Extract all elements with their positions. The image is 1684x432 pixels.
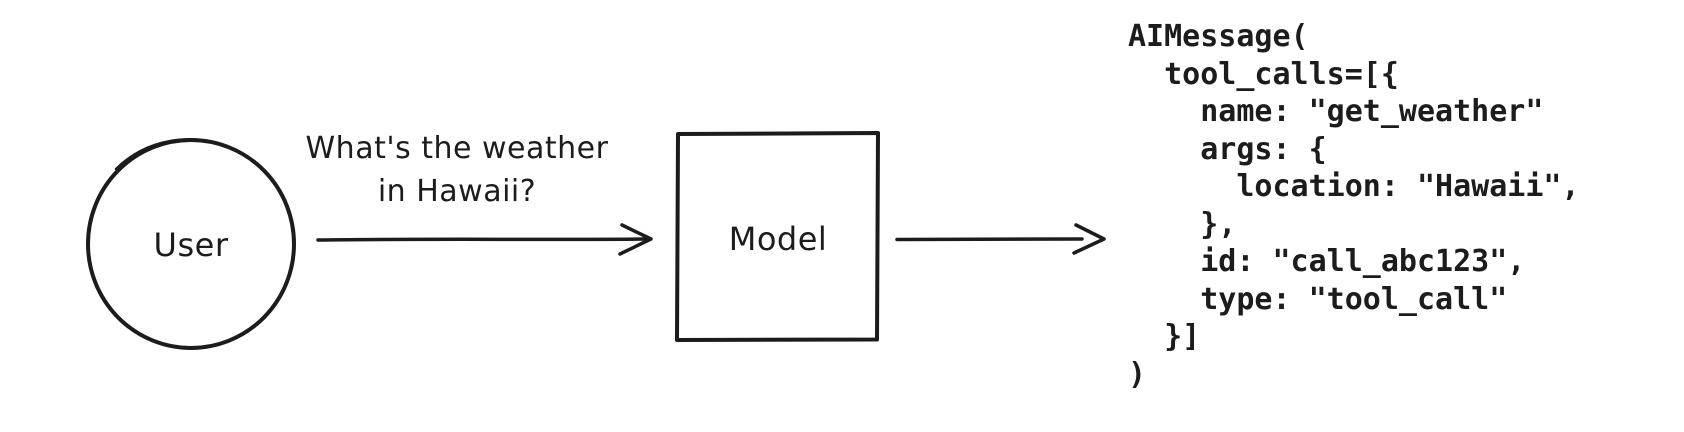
request-message-label: What's the weather in Hawaii? [298,127,616,213]
request-arrow-line [316,237,648,242]
user-circle-sketch-overlap [114,138,202,171]
request-arrow-head [618,223,653,256]
request-message-line2: in Hawaii? [377,174,537,209]
model-box [675,131,880,342]
output-arrow-line [895,237,1084,242]
output-code-block: AIMessage( tool_calls=[{ name: "get_weat… [1128,19,1580,392]
model-label: Model [728,220,828,258]
request-message-line1: What's the weather [305,131,609,166]
output-arrow-head [1072,223,1106,255]
user-label: User [153,226,229,264]
